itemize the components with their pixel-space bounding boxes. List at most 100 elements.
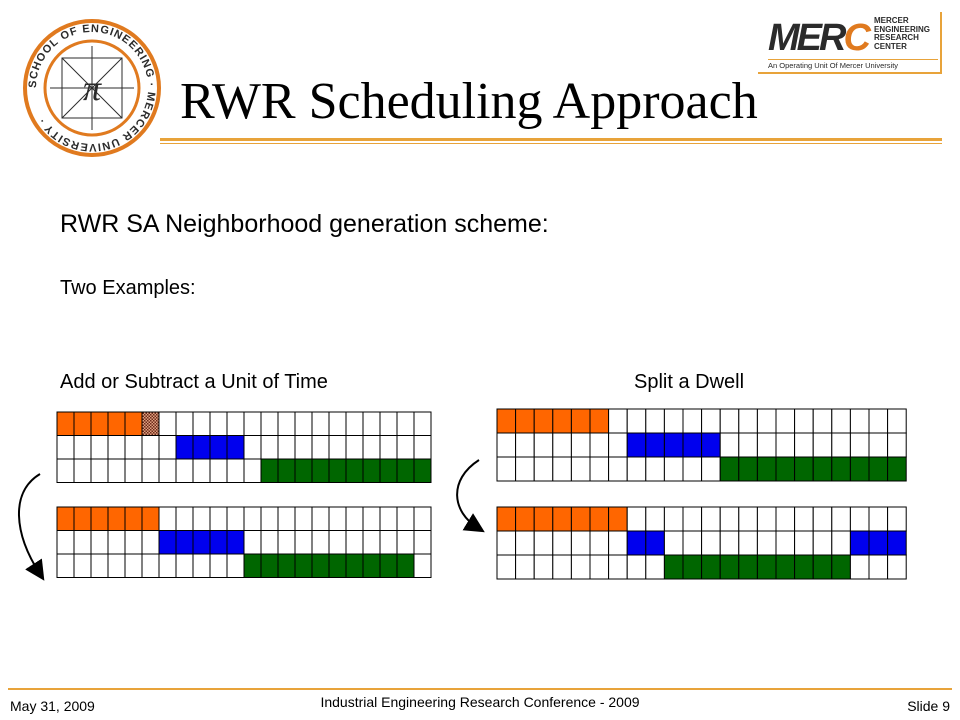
schedule-cell: [645, 554, 665, 580]
schedule-cell: [226, 435, 245, 460]
schedule-cell: [328, 553, 347, 578]
schedule-cell: [396, 530, 415, 555]
schedule-cell: [738, 432, 758, 458]
schedule-cell: [158, 506, 177, 531]
schedule-cell: [626, 530, 647, 556]
schedule-cell: [158, 411, 177, 436]
schedule-cell: [362, 435, 381, 460]
schedule-cell: [887, 554, 907, 580]
schedule-cell: [794, 456, 814, 482]
footer-date: May 31, 2009: [10, 698, 95, 714]
schedule-cell: [552, 554, 572, 580]
schedule-cell: [496, 530, 517, 556]
schedule-cell: [345, 506, 364, 531]
schedule-cell: [533, 530, 554, 556]
schedule-cell: [192, 530, 211, 555]
schedule-cell: [887, 432, 907, 458]
schedule-cell: [849, 408, 870, 434]
schedule-cell: [738, 456, 758, 482]
schedule-cell: [175, 411, 194, 436]
schedule-cell: [812, 530, 833, 556]
schedule-cell: [277, 411, 296, 436]
schedule-cell: [533, 432, 554, 458]
title-divider-thin: [160, 143, 942, 144]
schedule-cell: [831, 554, 851, 580]
schedule-cell: [663, 456, 684, 482]
schedule-cell: [738, 554, 758, 580]
right-example-label: Split a Dwell: [634, 371, 745, 393]
schedule-cell: [294, 411, 313, 436]
schedule-cell: [379, 553, 398, 578]
schedule-cell: [345, 530, 364, 555]
schedule-cell: [868, 554, 889, 580]
schedule-cell: [413, 553, 432, 578]
merc-logo-wordmark: MERC: [768, 17, 871, 59]
schedule-cell: [775, 456, 796, 482]
schedule-cell: [868, 506, 889, 532]
schedule-cell: [209, 553, 228, 578]
schedule-cell: [124, 411, 143, 436]
schedule-cell: [589, 530, 610, 556]
schedule-cell: [887, 506, 907, 532]
schedule-cell: [107, 411, 126, 436]
schedule-cell: [73, 530, 92, 555]
schedule-cell: [663, 554, 684, 580]
schedule-cell: [209, 411, 228, 436]
schedule-cell: [345, 553, 364, 578]
schedule-cell: [243, 506, 262, 531]
schedule-cell: [682, 432, 703, 458]
schedule-cell: [362, 530, 381, 555]
schedule-cell: [73, 411, 92, 436]
schedule-cell: [496, 554, 517, 580]
schedule-cell: [107, 435, 126, 460]
schedule-cell: [158, 458, 177, 483]
schedule-cell: [533, 506, 554, 532]
schedule-cell: [570, 432, 591, 458]
schedule-cell: [663, 432, 684, 458]
schedule-cell: [311, 411, 330, 436]
schedule-cell: [663, 408, 684, 434]
schedule-cell: [515, 530, 535, 556]
schedule-cell: [626, 456, 647, 482]
schedule-cell: [533, 408, 554, 434]
schedule-cell: [413, 530, 432, 555]
schedule-cell: [608, 408, 628, 434]
schedule-cell: [589, 554, 610, 580]
schedule-cell: [260, 506, 279, 531]
schedule-cell: [775, 506, 796, 532]
schedule-cell: [209, 530, 228, 555]
schedule-cell: [90, 435, 109, 460]
schedule-cell: [756, 456, 777, 482]
schedule-cell: [608, 554, 628, 580]
schedule-cell: [345, 435, 364, 460]
schedule-cell: [175, 458, 194, 483]
schedule-cell: [379, 435, 398, 460]
schedule-cell: [887, 530, 907, 556]
schedule-cell: [73, 506, 92, 531]
schedule-cell: [294, 506, 313, 531]
schedule-cell: [379, 506, 398, 531]
schedule-cell: [56, 553, 75, 578]
schedule-cell: [608, 456, 628, 482]
schedule-cell: [663, 506, 684, 532]
schedule-cell: [515, 456, 535, 482]
schedule-cell: [209, 458, 228, 483]
schedule-cell: [311, 530, 330, 555]
schedule-cell: [243, 435, 262, 460]
schedule-cell: [362, 506, 381, 531]
schedule-cell: [56, 506, 75, 531]
schedule-cell: [552, 506, 572, 532]
schedule-cell: [90, 506, 109, 531]
schedule-cell: [589, 408, 610, 434]
schedule-cell: [701, 432, 721, 458]
schedule-cell: [812, 554, 833, 580]
schedule-cell: [868, 456, 889, 482]
schedule-cell: [794, 506, 814, 532]
schedule-cell: [192, 411, 211, 436]
merc-logo-subtitle: MERCER ENGINEERING RESEARCH CENTER: [874, 16, 931, 51]
schedule-cell: [515, 506, 535, 532]
footer-slide-number: Slide 9: [907, 698, 950, 714]
schedule-cell: [812, 408, 833, 434]
schedule-cell: [243, 553, 262, 578]
schedule-cell: [719, 432, 740, 458]
